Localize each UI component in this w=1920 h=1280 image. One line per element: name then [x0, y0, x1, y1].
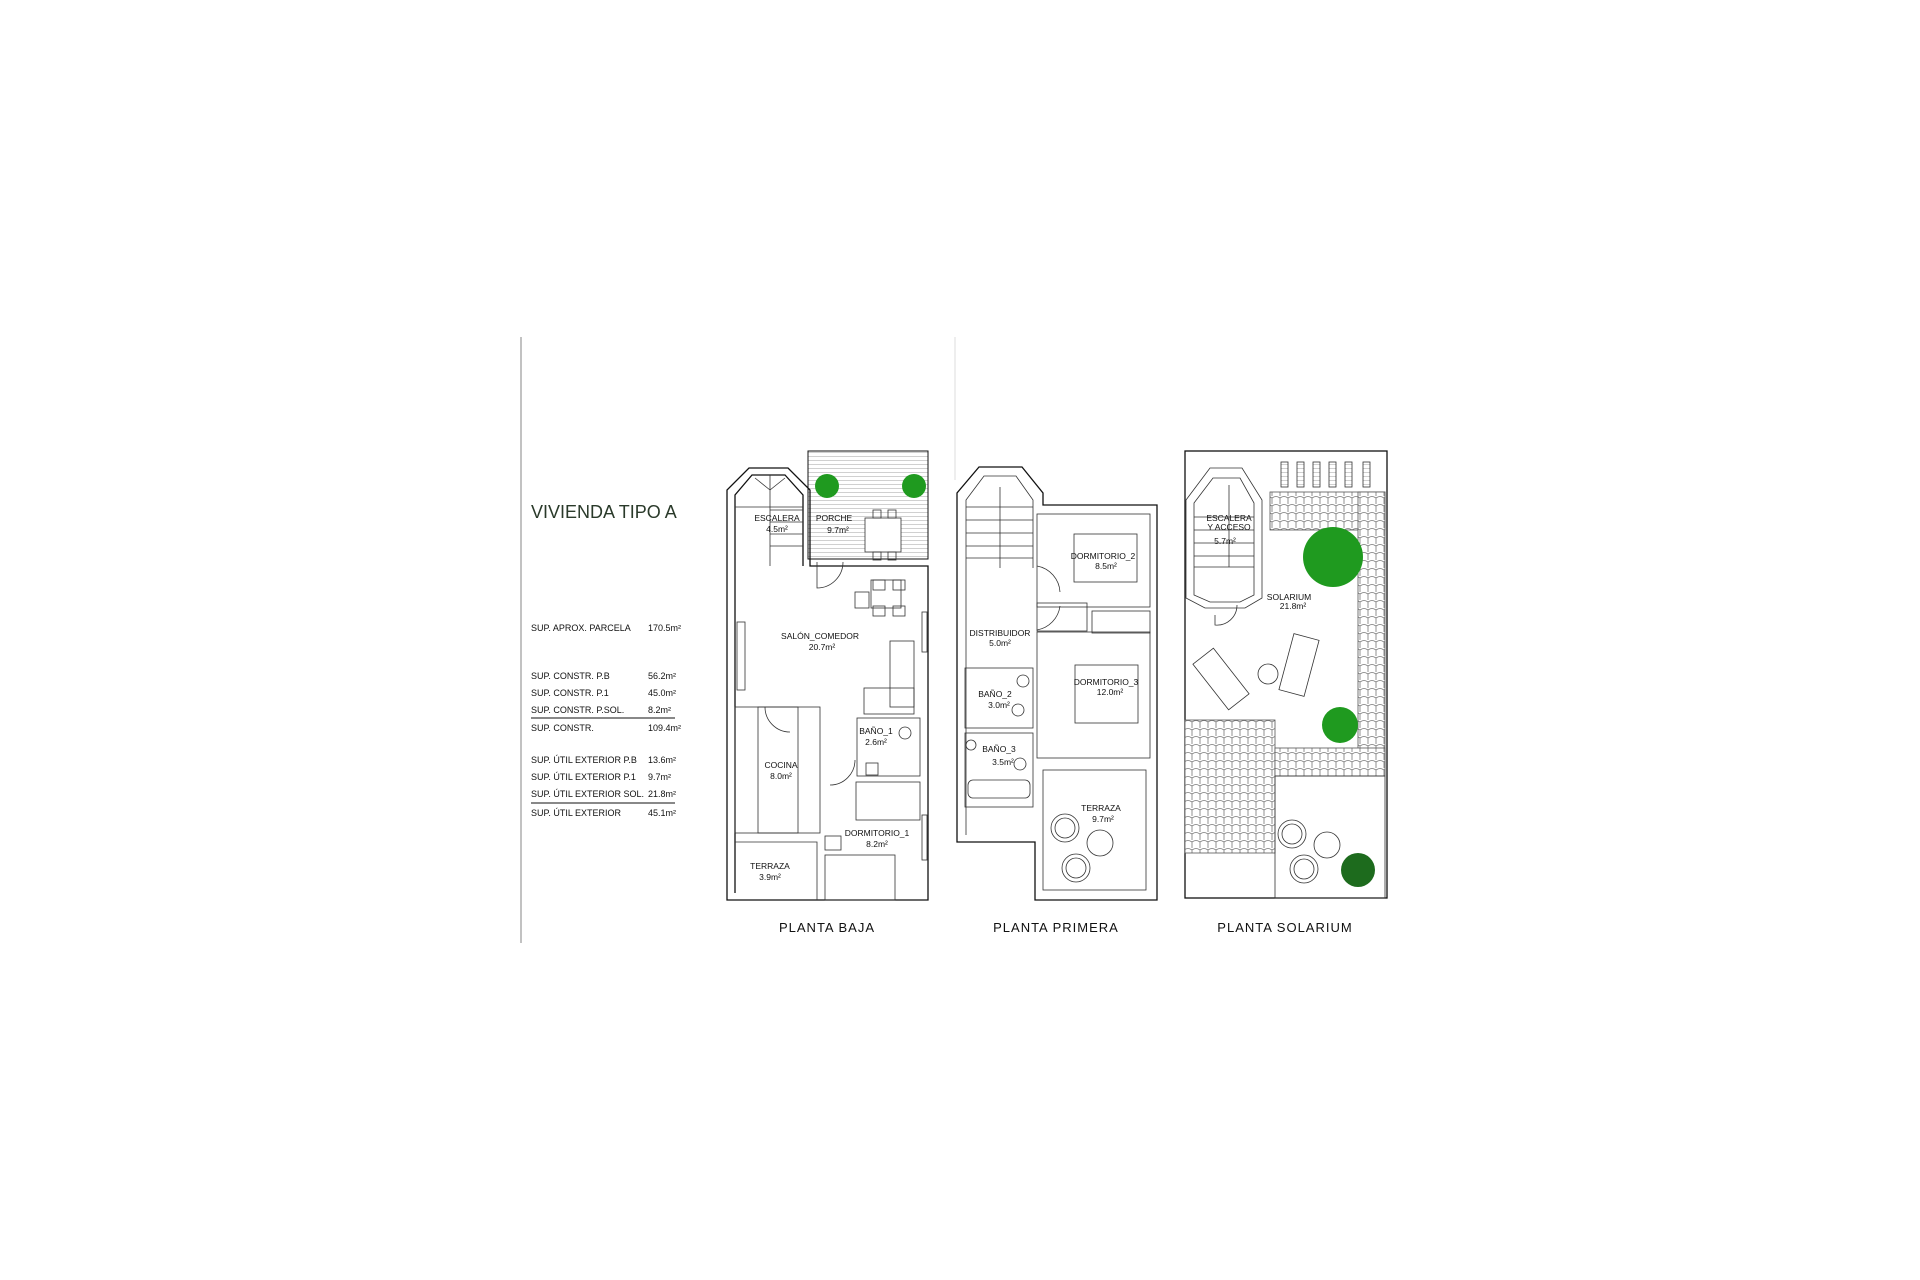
- room-area: 3.9m²: [759, 872, 781, 882]
- room-name: TERRAZA: [750, 861, 790, 871]
- room-name: DORMITORIO_1: [845, 828, 910, 838]
- room-area: 8.2m²: [866, 839, 888, 849]
- room-area: 3.5m²: [992, 757, 1014, 767]
- room-area: 21.8m²: [1280, 601, 1307, 611]
- room-name: DORMITORIO_2: [1071, 551, 1136, 561]
- room-name: COCINA: [764, 760, 797, 770]
- room-area: 9.7m²: [827, 525, 849, 535]
- surface-label: SUP. ÚTIL EXTERIOR P.B: [531, 755, 637, 765]
- roof-tiles: [1274, 747, 1386, 777]
- room-area: 8.5m²: [1095, 561, 1117, 571]
- room-name: BAÑO_3: [982, 744, 1016, 754]
- room-area: 3.0m²: [988, 700, 1010, 710]
- room-name: ESCALERA: [1206, 513, 1252, 523]
- surface-label: SUP. CONSTR.: [531, 723, 594, 733]
- room-area: 4.5m²: [766, 524, 788, 534]
- surface-label: SUP. ÚTIL EXTERIOR P.1: [531, 772, 636, 782]
- room-name: SOLARIUM: [1267, 592, 1311, 602]
- plan-planta-solarium: ESCALERA Y ACCESO 5.7m² SOLARIUM 21.8m² …: [1184, 450, 1388, 935]
- surfaces-table: SUP. APROX. PARCELA 170.5m² SUP. CONSTR.…: [531, 623, 681, 818]
- surface-label: SUP. ÚTIL EXTERIOR SOL.: [531, 789, 644, 799]
- plan-planta-primera: DORMITORIO_2 8.5m² DISTRIBUIDOR 5.0m² DO…: [956, 466, 1158, 935]
- room-name: SALÓN_COMEDOR: [781, 631, 859, 641]
- room-area: 12.0m²: [1097, 687, 1124, 697]
- surface-value: 9.7m²: [648, 772, 671, 782]
- room-area: 9.7m²: [1092, 814, 1114, 824]
- sheet-title: VIVIENDA TIPO A: [531, 502, 677, 522]
- surface-label: SUP. CONSTR. P.B: [531, 671, 610, 681]
- surface-value: 109.4m²: [648, 723, 681, 733]
- plan-label: PLANTA BAJA: [779, 920, 875, 935]
- room-area: 5.0m²: [989, 638, 1011, 648]
- room-name-line2: Y ACCESO: [1207, 522, 1251, 532]
- room-name: TERRAZA: [1081, 803, 1121, 813]
- surface-value: 45.1m²: [648, 808, 676, 818]
- plant-icon: [815, 474, 926, 498]
- room-area: 8.0m²: [770, 771, 792, 781]
- room-area: 2.6m²: [865, 737, 887, 747]
- room-name: DORMITORIO_3: [1074, 677, 1139, 687]
- surface-value: 56.2m²: [648, 671, 676, 681]
- roof-tiles: [1184, 719, 1276, 854]
- surface-label: SUP. CONSTR. P.1: [531, 688, 609, 698]
- plan-planta-baja: ESCALERA 4.5m² PORCHE 9.7m² SALÓN_COMEDO…: [726, 450, 929, 935]
- surface-value: 45.0m²: [648, 688, 676, 698]
- roof-tiles: [1357, 491, 1386, 776]
- plant-icon: [1303, 527, 1375, 887]
- room-name: DISTRIBUIDOR: [970, 628, 1031, 638]
- room-name: BAÑO_1: [859, 726, 893, 736]
- room-area: 20.7m²: [809, 642, 836, 652]
- plan-label: PLANTA SOLARIUM: [1217, 920, 1352, 935]
- surface-value: 21.8m²: [648, 789, 676, 799]
- surface-value: 13.6m²: [648, 755, 676, 765]
- room-name: PORCHE: [816, 513, 853, 523]
- surface-value: 170.5m²: [648, 623, 681, 633]
- room-area: 5.7m²: [1214, 536, 1236, 546]
- plan-label: PLANTA PRIMERA: [993, 920, 1119, 935]
- surface-value: 8.2m²: [648, 705, 671, 715]
- surface-label: SUP. ÚTIL EXTERIOR: [531, 808, 622, 818]
- room-name: BAÑO_2: [978, 689, 1012, 699]
- surface-label: SUP. CONSTR. P.SOL.: [531, 705, 624, 715]
- surface-label: SUP. APROX. PARCELA: [531, 623, 631, 633]
- room-name: ESCALERA: [754, 513, 800, 523]
